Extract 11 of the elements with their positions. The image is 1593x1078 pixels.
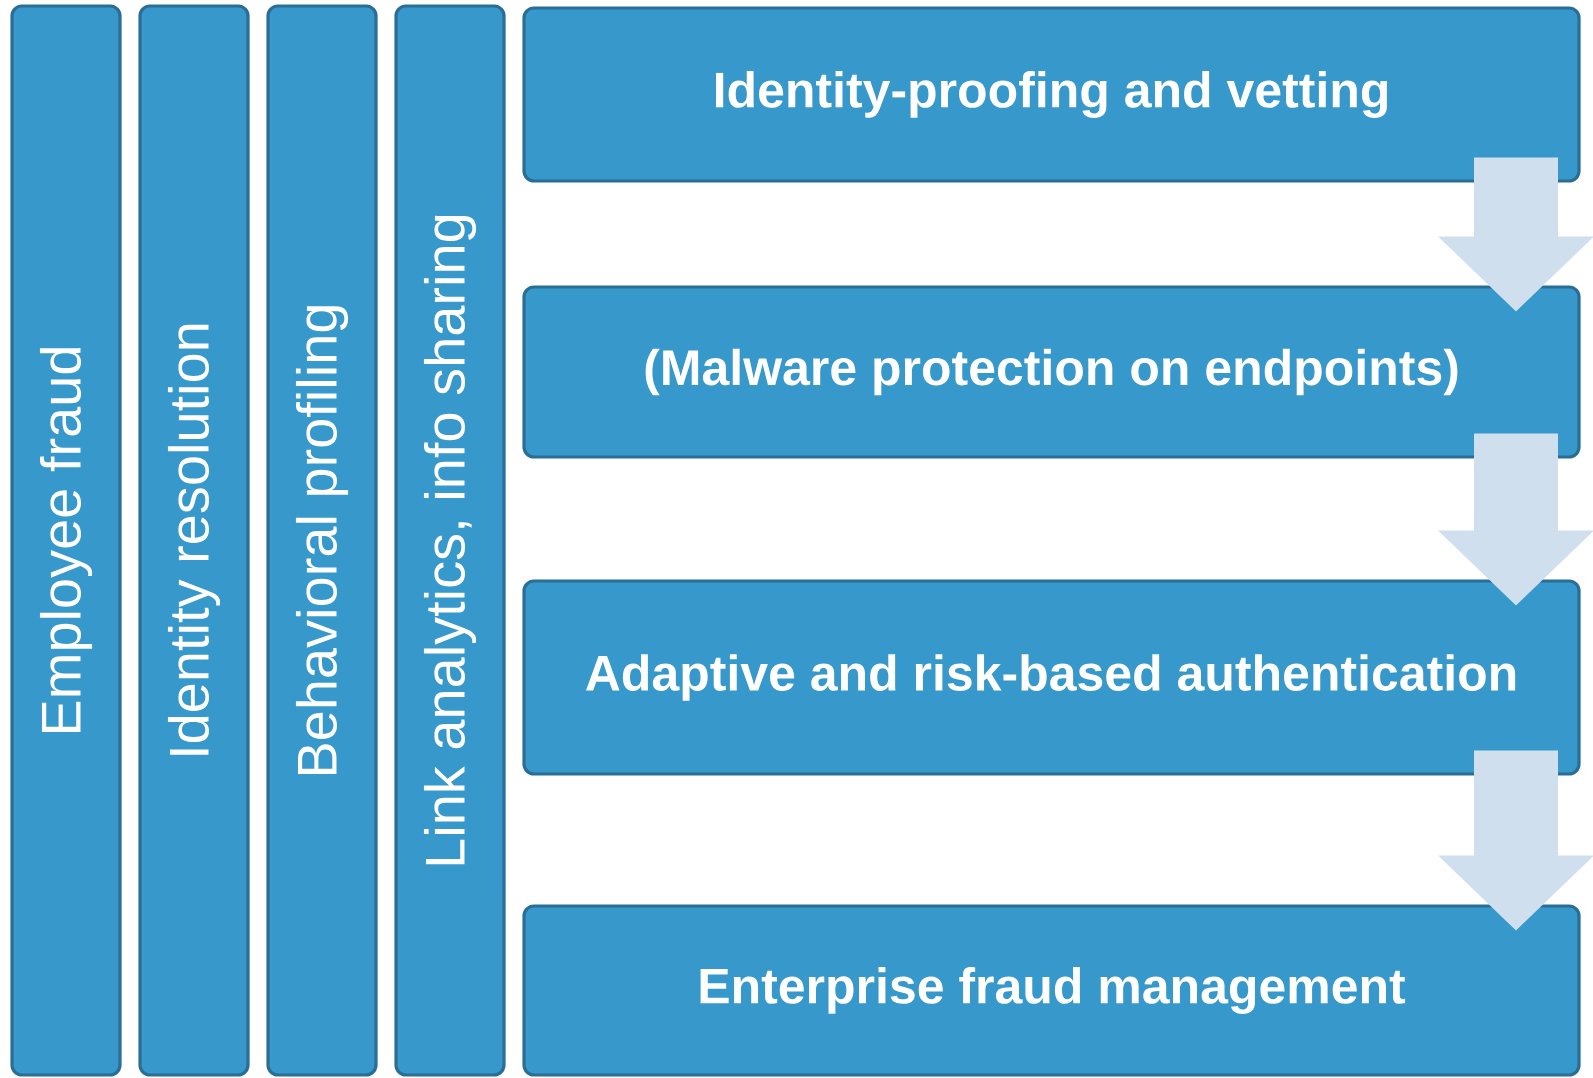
- block-arrow: [1438, 157, 1593, 312]
- block-arrow: [1438, 433, 1593, 606]
- block-arrow: [1438, 750, 1593, 931]
- process-box: Identity-proofing and vetting: [522, 6, 1581, 183]
- process-box: (Malware protection on endpoints): [522, 285, 1581, 459]
- column-bar: Behavioral profiling: [266, 4, 378, 1077]
- column-bar: Link analytics, info sharing: [394, 4, 506, 1077]
- process-box: Enterprise fraud management: [522, 904, 1581, 1077]
- process-box: Adaptive and risk-based authentication: [522, 579, 1581, 776]
- column-bar: Identity resolution: [138, 4, 250, 1077]
- column-bar: Employee fraud: [10, 4, 122, 1077]
